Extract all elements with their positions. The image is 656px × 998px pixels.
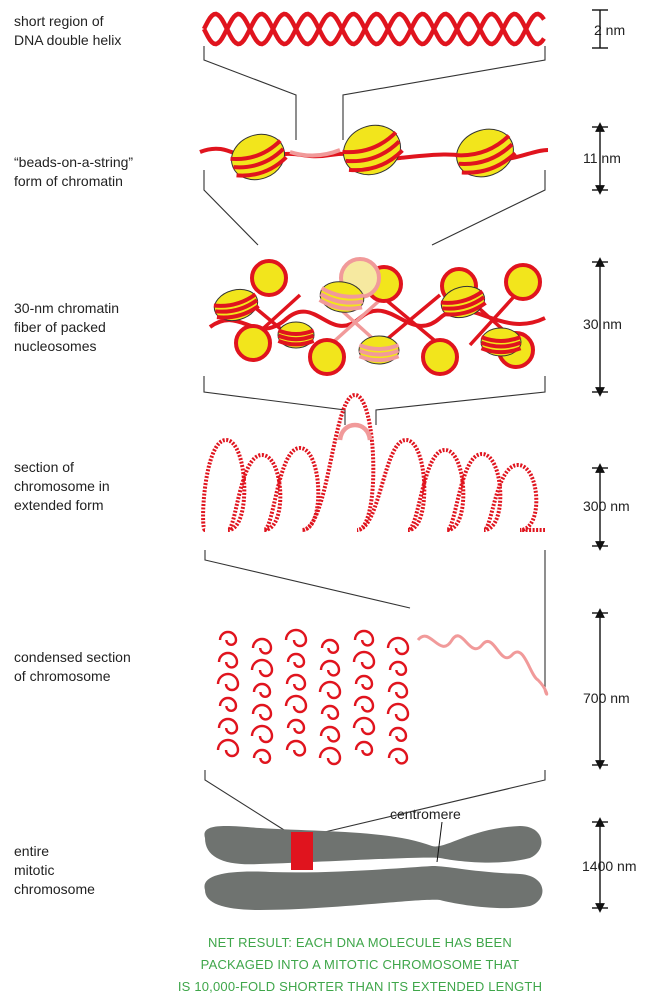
nucleosome-face xyxy=(423,340,457,374)
condensed-coil xyxy=(388,704,408,720)
condensed-coil xyxy=(253,639,271,653)
nucleosome xyxy=(481,328,521,356)
condensed-coil xyxy=(355,631,373,645)
net-result-caption: NET RESULT: EACH DNA MOLECULE HAS BEEN P… xyxy=(120,932,600,998)
condensed-coil xyxy=(220,698,236,711)
chromatin-loop xyxy=(340,425,370,440)
condensed-coil xyxy=(321,661,339,675)
beads-on-string xyxy=(200,118,548,187)
condensed-section xyxy=(218,630,547,764)
nucleosome-face xyxy=(252,261,286,295)
nucleosome-face xyxy=(236,326,270,360)
chromatid-lower xyxy=(204,866,542,910)
unwinding-fiber xyxy=(418,636,547,694)
chromatid-upper xyxy=(204,826,541,864)
nucleosome xyxy=(359,336,399,364)
condensed-coil xyxy=(218,740,238,756)
chromatin-30nm-fiber xyxy=(210,259,545,374)
condensed-coil xyxy=(356,742,372,755)
condensed-coil xyxy=(390,728,406,741)
extended-chromosome-loops xyxy=(203,395,545,530)
condensed-coil xyxy=(320,748,340,764)
condensed-coil xyxy=(220,632,236,645)
condensed-coil xyxy=(389,749,407,763)
condensed-coil xyxy=(389,683,407,697)
condensed-coil xyxy=(252,726,272,742)
condensed-coil xyxy=(254,750,270,763)
condensed-coil xyxy=(355,697,373,711)
nucleosome xyxy=(337,118,408,183)
condensed-coil xyxy=(356,676,372,689)
zoom-connector-2 xyxy=(204,170,545,245)
condensed-coil xyxy=(287,675,305,689)
scale-arrows xyxy=(592,10,608,908)
zoom-connector-3 xyxy=(204,376,545,425)
condensed-coil xyxy=(252,660,272,676)
condensed-coil xyxy=(288,654,304,667)
condensed-coil xyxy=(288,720,304,733)
nucleosome xyxy=(211,285,261,325)
condensed-coil xyxy=(322,640,338,653)
condensed-coil xyxy=(388,638,408,654)
condensed-coil xyxy=(287,741,305,755)
zoom-connector-4 xyxy=(205,550,545,690)
condensed-coil xyxy=(286,696,306,712)
condensed-coil xyxy=(219,719,237,733)
condensed-coil xyxy=(354,652,374,668)
highlighted-section xyxy=(291,832,313,870)
zoom-connector-5 xyxy=(205,770,545,835)
condensed-coil xyxy=(322,706,338,719)
nucleosome xyxy=(278,322,314,348)
nucleosome-face xyxy=(310,340,344,374)
condensed-coil xyxy=(254,684,270,697)
condensed-coil xyxy=(321,727,339,741)
nucleosome-face xyxy=(506,265,540,299)
condensed-coil xyxy=(390,662,406,675)
condensed-coil xyxy=(219,653,237,667)
condensed-coil xyxy=(320,682,340,698)
nucleosome xyxy=(225,127,291,187)
nucleosome xyxy=(450,121,520,184)
condensed-coil xyxy=(286,630,306,646)
condensed-coil xyxy=(253,705,271,719)
condensed-coil xyxy=(354,718,374,734)
condensed-coil xyxy=(218,674,238,690)
mitotic-chromosome xyxy=(204,826,542,910)
dna-double-helix xyxy=(204,14,544,44)
chromatin-loop xyxy=(203,395,545,530)
